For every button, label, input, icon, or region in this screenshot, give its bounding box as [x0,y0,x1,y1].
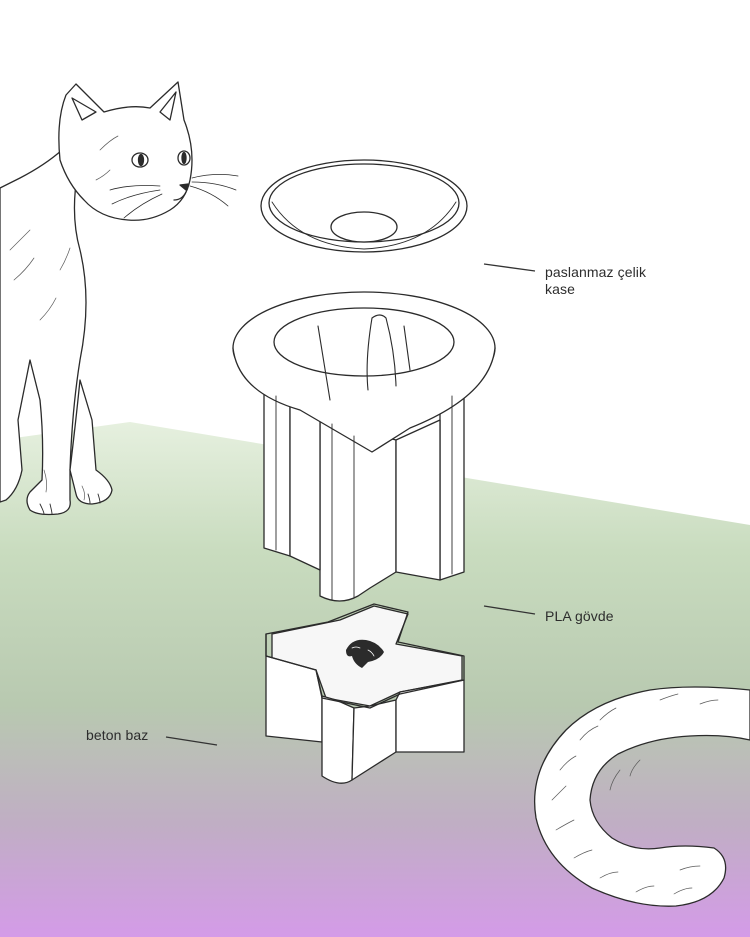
leader-line-base [165,736,218,746]
stainless-bowl [260,159,468,253]
label-stainless-bowl: paslanmaz çelik kase [545,264,646,298]
label-pla-body: PLA gövde [545,608,614,624]
cat-illustration [0,81,239,516]
label-stainless-bowl-line2: kase [545,281,575,297]
cat-tail-illustration [533,686,750,907]
leader-line-bowl [483,263,536,272]
leader-line-body [483,605,536,615]
label-concrete-base: beton baz [86,727,149,743]
pla-body [232,291,496,602]
panther-logo [346,639,384,668]
label-stainless-bowl-line1: paslanmaz çelik [545,264,647,280]
concrete-base [265,603,465,784]
